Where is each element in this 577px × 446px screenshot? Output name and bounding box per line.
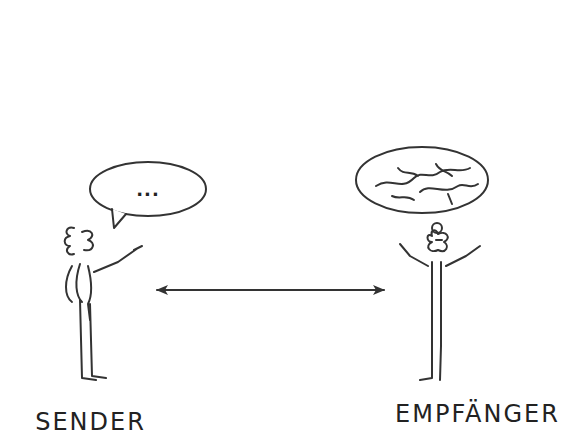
- role-label: EMPFÄNGER: [395, 400, 560, 428]
- speech-bubble-box: ...: [95, 168, 201, 212]
- receiver-head: [428, 230, 448, 251]
- person-figure: EMPFÄNGER: [388, 222, 567, 432]
- double-arrow: [157, 289, 384, 291]
- person-figure: SENDER: [28, 222, 153, 440]
- speech-text: ...: [136, 181, 160, 199]
- sender-head: [82, 231, 93, 250]
- receiver-torso: [432, 262, 441, 346]
- thought-bubble: [356, 147, 488, 213]
- thought-scribbles: [376, 164, 478, 204]
- sender-legs: [80, 300, 106, 380]
- sender-shoulders: [66, 264, 82, 302]
- speech-bubble-tail: [112, 209, 126, 228]
- role-label: SENDER: [35, 408, 146, 436]
- receiver-arms: [400, 244, 480, 266]
- sender-hair: [65, 228, 74, 255]
- speech-bubble: [90, 162, 206, 216]
- sender-arm: [94, 246, 142, 272]
- receiver-legs: [420, 340, 441, 380]
